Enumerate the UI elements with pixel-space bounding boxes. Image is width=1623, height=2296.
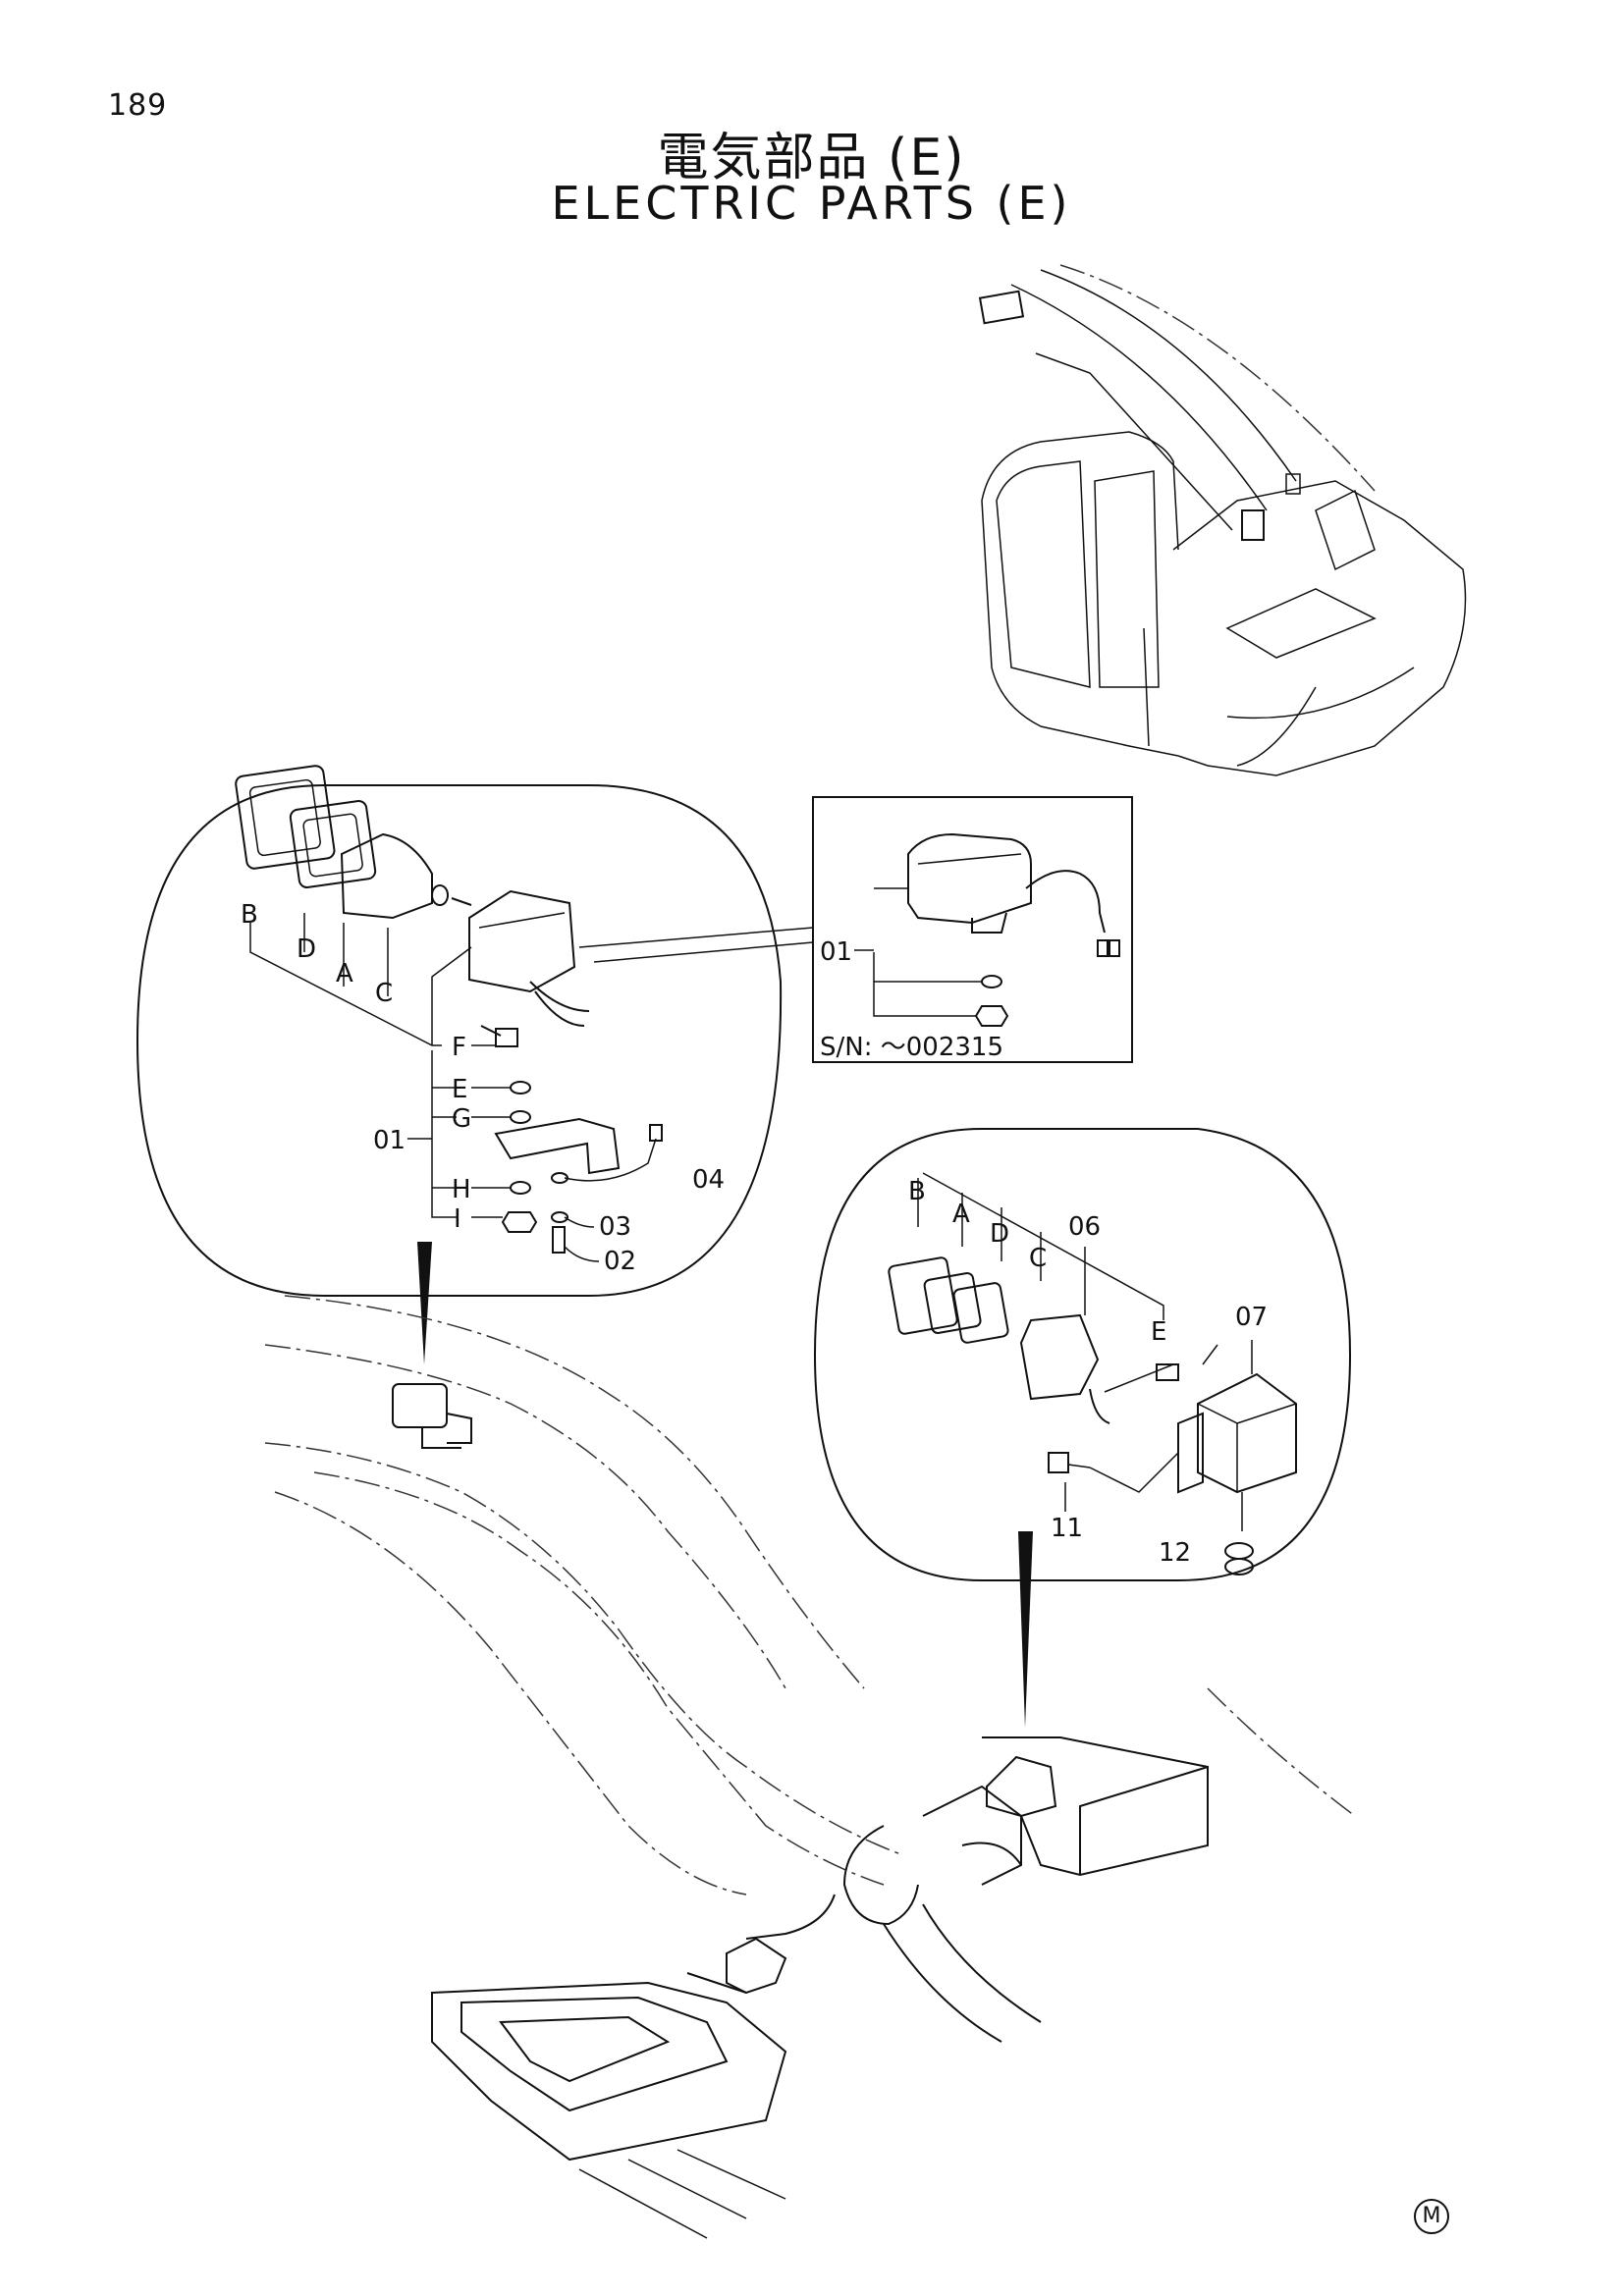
label-B-left: B	[241, 900, 258, 930]
right-callout-pointer	[1018, 1531, 1033, 1728]
label-02: 02	[604, 1247, 636, 1276]
label-03: 03	[599, 1212, 631, 1242]
label-01-inset: 01	[820, 937, 852, 967]
label-01-left: 01	[373, 1126, 406, 1155]
label-C-right: C	[1029, 1244, 1047, 1273]
left-callout-oval	[135, 765, 814, 1297]
label-A-left: A	[336, 959, 353, 988]
label-06: 06	[1068, 1212, 1101, 1242]
lower-machine-view-illustration	[264, 1295, 1356, 2239]
label-12: 12	[1159, 1538, 1191, 1568]
label-E-left: E	[452, 1075, 467, 1104]
serial-inset-box	[812, 796, 1133, 1063]
label-F: F	[452, 1033, 466, 1062]
label-H: H	[452, 1175, 471, 1204]
label-G: G	[452, 1104, 471, 1134]
left-callout-pointer	[417, 1242, 432, 1364]
label-D-left: D	[297, 934, 316, 964]
label-11: 11	[1051, 1514, 1083, 1543]
label-E-right: E	[1151, 1317, 1166, 1347]
title-english: ELECTRIC PARTS (E)	[551, 177, 1072, 230]
label-B-right: B	[908, 1177, 926, 1206]
label-A-right: A	[952, 1200, 970, 1229]
label-I: I	[454, 1204, 461, 1234]
label-04: 04	[692, 1165, 725, 1195]
label-C-left: C	[375, 979, 393, 1008]
label-07: 07	[1235, 1303, 1268, 1332]
title-japanese: 電気部品 (E)	[657, 129, 966, 187]
right-callout-oval	[813, 1128, 1352, 1581]
excavator-overview-illustration	[978, 264, 1467, 776]
page-number: 189	[108, 88, 168, 123]
trademark-circle-mark: M	[1414, 2199, 1449, 2234]
serial-number-text: S/N: ～002315	[820, 1033, 1003, 1062]
label-D-right: D	[990, 1219, 1009, 1249]
